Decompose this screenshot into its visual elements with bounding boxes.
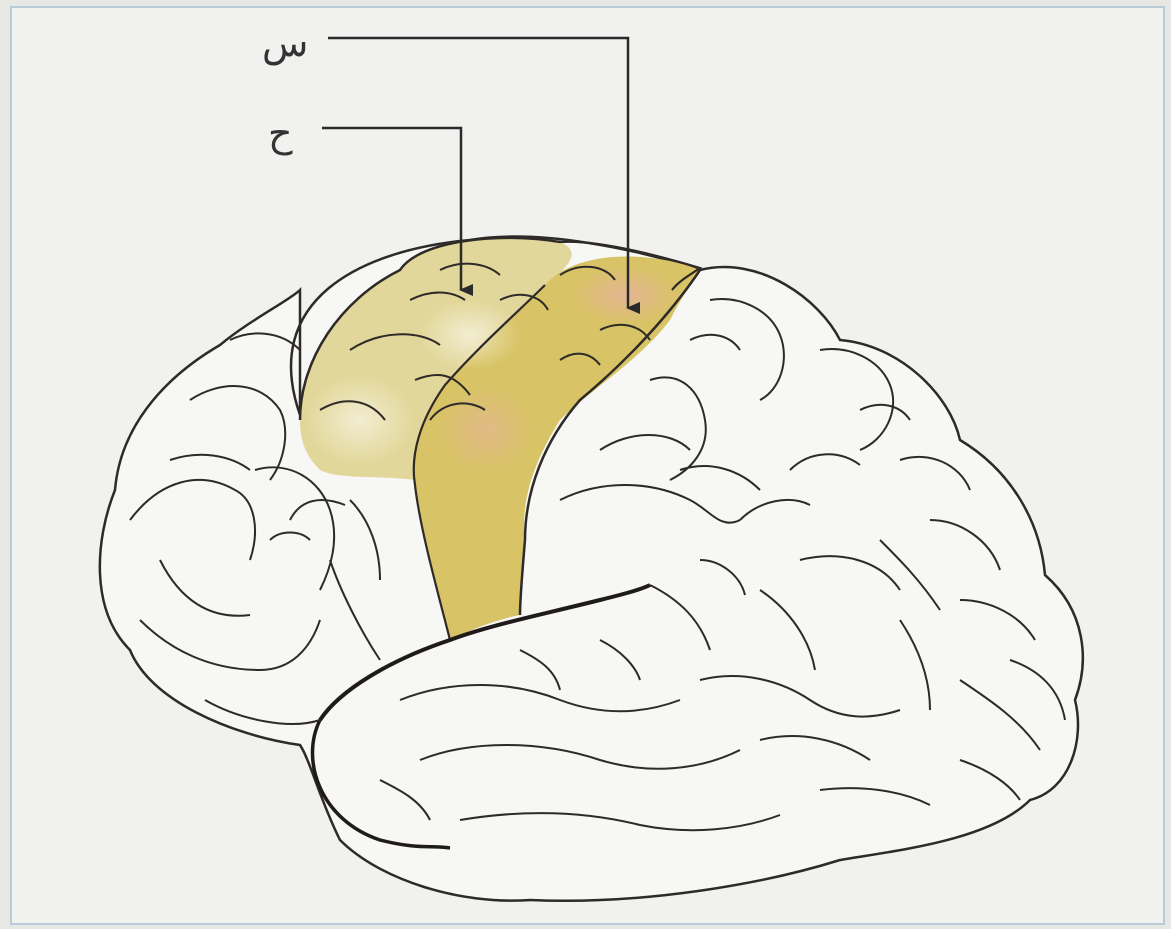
upper-label: س [262, 21, 308, 65]
highlight-sheen-left [305, 375, 415, 465]
highlight-blush-middle [435, 385, 535, 475]
lower-label: ح [268, 111, 293, 155]
